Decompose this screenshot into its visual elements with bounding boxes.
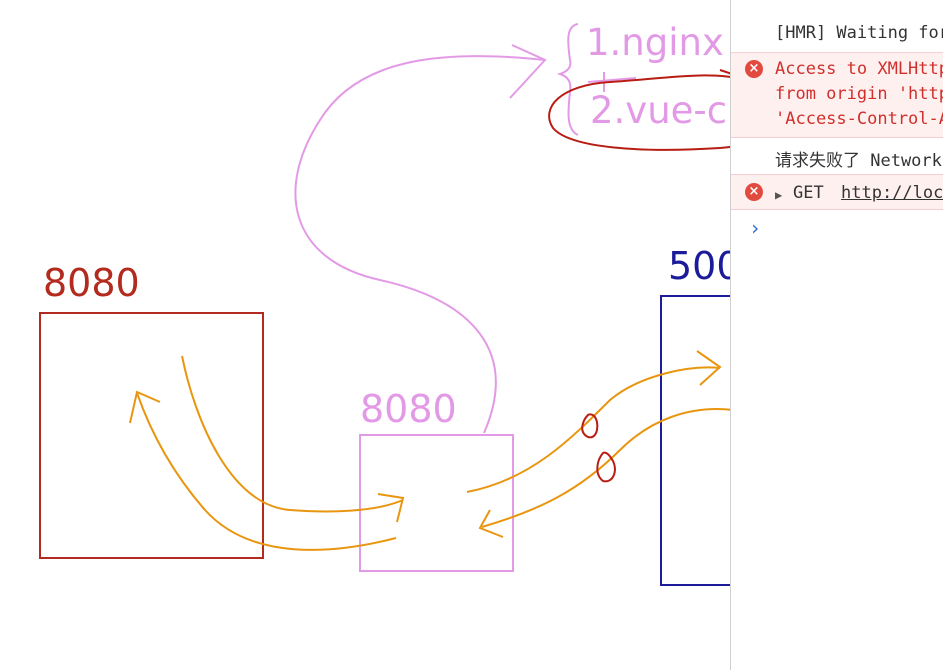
request-method: GET <box>793 183 824 203</box>
console-error-line: from origin 'http://localhost:8080' <box>775 84 943 104</box>
option-nginx-label: 1.nginx <box>586 21 724 64</box>
orange-arrowhead-middle <box>377 493 405 523</box>
orange-arrow-middle-to-left <box>136 392 397 551</box>
left-server-box <box>39 312 264 559</box>
middle-proxy-box <box>359 434 514 572</box>
console-error-row[interactable]: × ▶ GET http://localhost:5000/students <box>731 174 943 210</box>
console-error-line: 'Access-Control-Allow-Origin' <box>775 109 943 129</box>
request-url-link[interactable]: http://localhost:5000/students <box>841 183 943 203</box>
console-error-line: Access to XMLHttpRequest <box>775 59 943 79</box>
error-icon: × <box>745 183 763 201</box>
option-vue-cli-label: 2.vue-cli <box>590 89 748 132</box>
devtools-console-panel: [HMR] Waiting for update signal from WDS… <box>730 0 943 670</box>
expand-triangle-icon[interactable]: ▶ <box>775 188 783 202</box>
red-mark-2 <box>596 451 616 483</box>
orange-arrow-middle-to-right <box>466 366 721 493</box>
pink-arrowhead <box>509 44 547 99</box>
console-log-text: 请求失败了 Network Error <box>775 151 943 171</box>
console-prompt-row[interactable]: › <box>731 212 943 242</box>
orange-arrowhead-middle-return <box>478 509 504 538</box>
console-log-text: [HMR] Waiting for update signal from WDS… <box>775 23 943 43</box>
console-log-row: 请求失败了 Network Error <box>731 140 943 174</box>
pink-brace <box>556 23 579 136</box>
console-error-row: × Access to XMLHttpRequest from origin '… <box>731 52 943 138</box>
orange-arrow-left-to-middle <box>181 355 404 513</box>
orange-arrow-right-to-middle <box>481 408 734 528</box>
pink-curve-arrow <box>294 55 546 434</box>
error-icon: × <box>745 60 763 78</box>
console-prompt-chevron-icon: › <box>749 216 762 240</box>
left-port-label: 8080 <box>43 261 140 305</box>
console-log-row: [HMR] Waiting for update signal from WDS… <box>731 18 943 50</box>
red-mark-1 <box>581 413 599 439</box>
orange-arrowhead-right <box>696 350 722 386</box>
middle-port-label: 8080 <box>360 387 457 431</box>
orange-arrowhead-left <box>129 390 161 424</box>
